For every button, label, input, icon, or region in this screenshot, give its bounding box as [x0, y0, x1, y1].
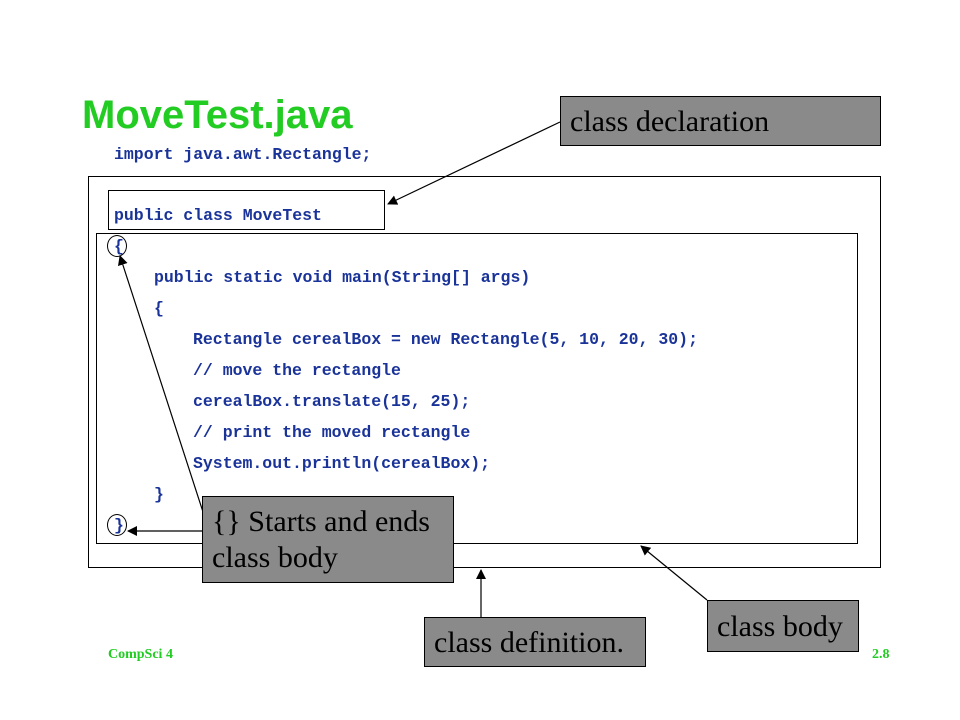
callout-class-definition: class definition. — [424, 617, 646, 667]
close-brace-circle — [107, 514, 127, 536]
code-line-main-signature: public static void main(String[] args) — [154, 268, 531, 287]
class-body-frame — [96, 233, 858, 544]
code-line-class-header: public class MoveTest — [114, 206, 322, 225]
code-line-rectangle-new: Rectangle cerealBox = new Rectangle(5, 1… — [193, 330, 698, 349]
callout-braces-line-1: {} Starts and ends — [212, 505, 430, 538]
callout-class-body: class body — [707, 600, 859, 652]
callout-class-declaration-label: class declaration — [570, 105, 770, 138]
footer-slide-number: 2.8 — [872, 647, 890, 662]
code-line-comment-print: // print the moved rectangle — [193, 423, 471, 442]
callout-class-body-label: class body — [717, 610, 843, 643]
code-line-method-open-brace: { — [154, 299, 164, 318]
code-line-println: System.out.println(cerealBox); — [193, 454, 491, 473]
callout-class-declaration: class declaration — [560, 96, 881, 146]
footer-course: CompSci 4 — [108, 647, 173, 662]
callout-braces-line-2: class body — [212, 541, 338, 574]
code-line-method-close-brace: } — [154, 485, 164, 504]
class-declaration-box — [108, 190, 385, 230]
arrow-class-body — [640, 545, 708, 601]
callout-braces: {} Starts and ends class body — [202, 496, 454, 583]
callout-class-definition-label: class definition. — [434, 626, 624, 659]
slide-title: MoveTest.java — [82, 93, 353, 137]
open-brace-circle — [107, 235, 127, 257]
arrow-class-declaration — [387, 121, 561, 205]
code-line-translate: cerealBox.translate(15, 25); — [193, 392, 471, 411]
arrow-open-brace — [118, 255, 204, 513]
code-line-import: import java.awt.Rectangle; — [114, 145, 372, 164]
class-definition-frame — [88, 176, 881, 568]
code-line-comment-move: // move the rectangle — [193, 361, 401, 380]
